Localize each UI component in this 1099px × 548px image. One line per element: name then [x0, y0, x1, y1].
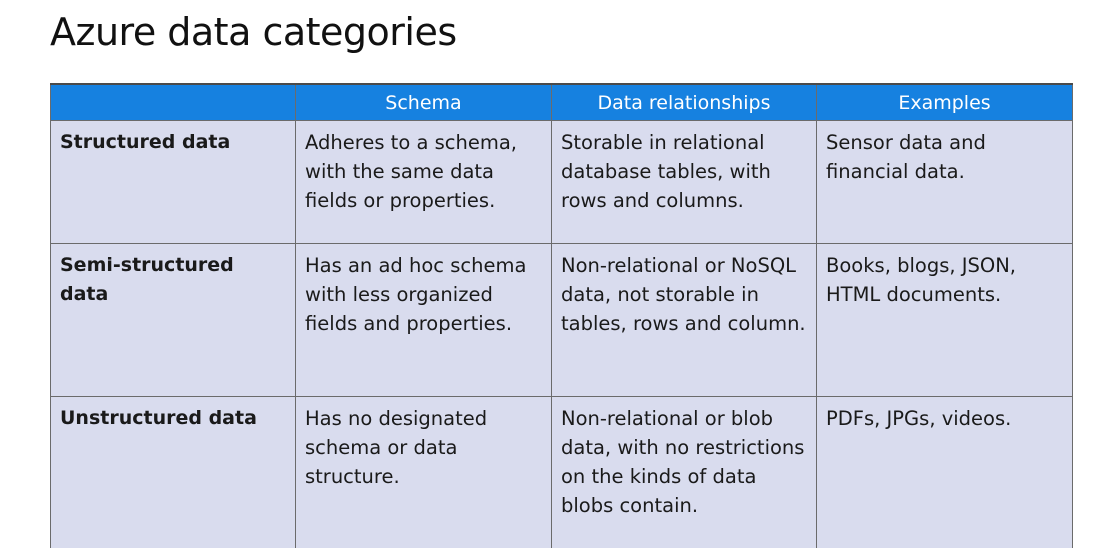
header-cell-schema: Schema [295, 83, 552, 121]
table-row: Semi-structured data Has an ad hoc schem… [50, 243, 1073, 397]
schema-cell: Has no designated schema or data structu… [295, 396, 552, 548]
schema-cell: Adheres to a schema, with the same data … [295, 120, 552, 244]
row-category: Structured data [50, 120, 296, 244]
relationships-cell: Non-relational or NoSQL data, not storab… [551, 243, 817, 397]
data-categories-table-container: Schema Data relationships Examples Struc… [50, 83, 1073, 548]
row-category: Semi-structured data [50, 243, 296, 397]
header-cell-data-relationships: Data relationships [551, 83, 817, 121]
page-title: Azure data categories [50, 10, 457, 54]
schema-cell: Has an ad hoc schema with less organized… [295, 243, 552, 397]
header-cell-category [50, 83, 296, 121]
relationships-cell: Non-relational or blob data, with no res… [551, 396, 817, 548]
header-cell-examples: Examples [816, 83, 1073, 121]
table-row: Structured data Adheres to a schema, wit… [50, 120, 1073, 244]
examples-cell: Books, blogs, JSON, HTML documents. [816, 243, 1073, 397]
relationships-cell: Storable in relational database tables, … [551, 120, 817, 244]
table-header-row: Schema Data relationships Examples [50, 83, 1073, 121]
table-row: Unstructured data Has no designated sche… [50, 396, 1073, 548]
examples-cell: Sensor data and financial data. [816, 120, 1073, 244]
data-categories-table: Schema Data relationships Examples Struc… [50, 83, 1073, 548]
row-category: Unstructured data [50, 396, 296, 548]
examples-cell: PDFs, JPGs, videos. [816, 396, 1073, 548]
